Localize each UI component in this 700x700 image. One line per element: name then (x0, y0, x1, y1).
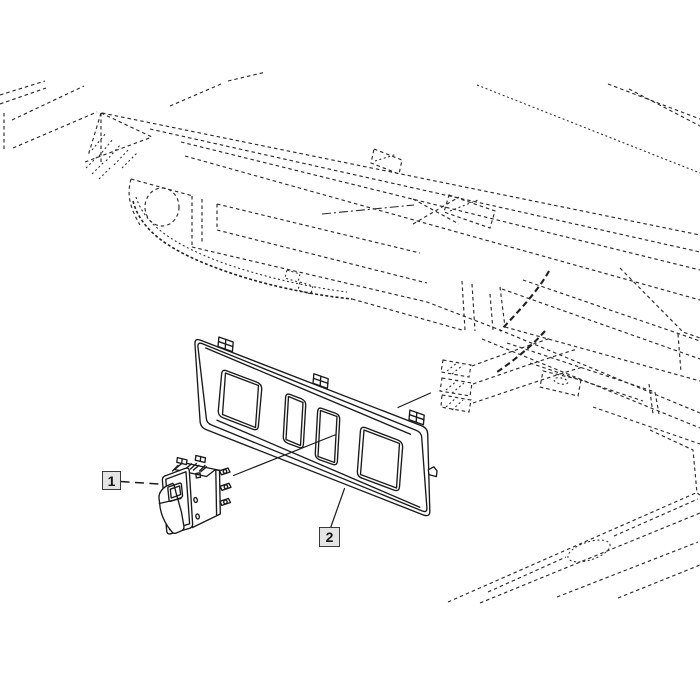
callout-1-label: 1 (107, 472, 116, 489)
main-rail (101, 71, 700, 301)
leader-lines (120, 392, 432, 529)
cutout-left-large (217, 369, 263, 431)
switch-indicator-window (167, 482, 184, 503)
leader-callout-2 (329, 487, 346, 529)
panel-mounting-tab (408, 409, 425, 426)
console-hole (144, 187, 180, 227)
harness-connector (440, 359, 472, 378)
switch-mounting-panel (194, 336, 438, 517)
callout-1[interactable]: 1 (102, 471, 121, 490)
switch-rocker[interactable] (158, 482, 185, 535)
switch-mounting-clip (194, 454, 207, 464)
leader-switch-to-cutout (232, 433, 337, 477)
leader-callout-1 (120, 480, 160, 485)
frame-bracket (84, 112, 153, 180)
switch-terminal (219, 482, 232, 491)
panel-side-tab (427, 466, 438, 478)
rocker-switch (158, 454, 232, 535)
panel-face-line-top (205, 347, 412, 435)
background-wireframe (0, 71, 700, 604)
switch-mounting-clip (176, 456, 188, 466)
panel-mounting-tab (312, 373, 329, 390)
cutout-right-large (356, 426, 404, 492)
panel-rim-line (197, 342, 428, 513)
wire-harness (439, 270, 584, 413)
right-tray (461, 267, 700, 445)
lower-panel-hole (567, 539, 611, 563)
switch-terminal (218, 467, 231, 476)
callout-2-label: 2 (325, 529, 334, 545)
cutout-middle-left (282, 393, 307, 449)
callout-2[interactable]: 2 (319, 527, 340, 547)
switch-terminal (219, 497, 232, 507)
panel-face-line-bottom (216, 419, 421, 508)
top-right-lines (476, 83, 700, 174)
harness-connector (439, 377, 473, 397)
harness-connector (440, 394, 472, 413)
leader-switch-to-cutout-upper (397, 392, 432, 409)
panel-mounting-tab (217, 336, 234, 353)
console-face (128, 178, 700, 414)
lower-right-panel-lines (447, 429, 700, 604)
upper-left-beam (0, 80, 98, 150)
